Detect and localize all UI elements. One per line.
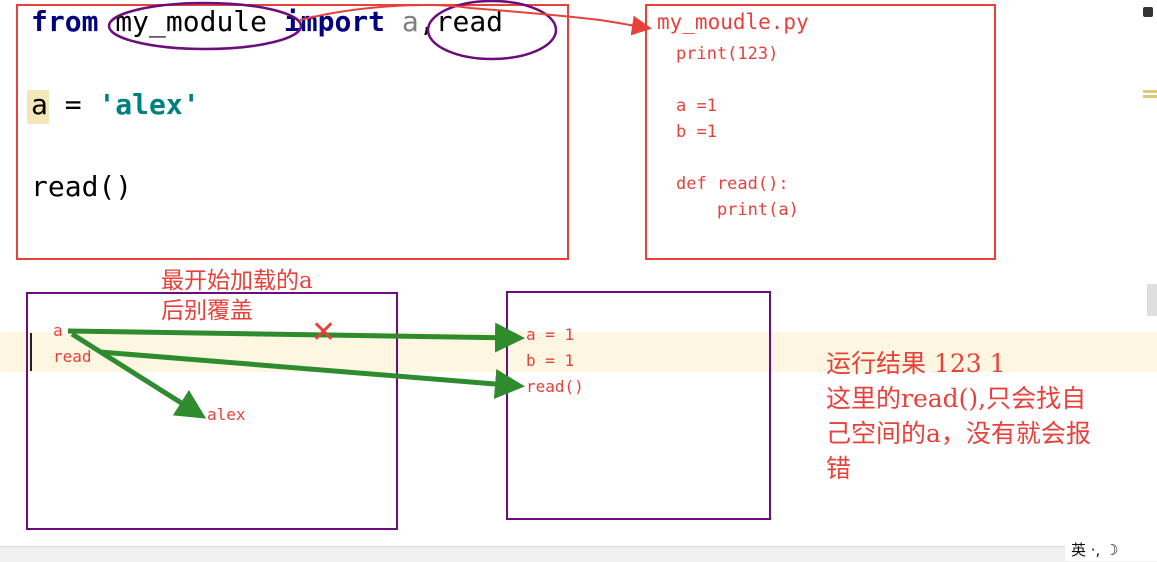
import-separator: , [418,5,436,38]
module-name: my_module [115,5,268,38]
result-line: 运行结果 123 1 [826,349,1006,378]
code-annotation-box [16,4,569,260]
local-namespace-box [26,292,398,530]
ime-indicator[interactable]: 英 ·, ☽ [1065,540,1157,561]
module-file-box [645,4,996,260]
loaded-note: 最开始加载的a 后别覆盖 [161,266,313,326]
module-line: a =1 [676,96,717,116]
loaded-note-line: 最开始加载的a [161,268,313,294]
cross-mark: ✕ [311,315,337,350]
module-filename: my_moudle.py [657,10,809,34]
text-caret [30,333,32,371]
local-item-read: read [53,347,92,366]
arrow-read-to-module [99,349,525,399]
gutter-marker[interactable] [1143,90,1157,93]
module-line: def read(): [676,174,789,194]
assign-operator: = [47,88,99,121]
editor-bottom-bar [0,546,1157,562]
module-line: print(a) [676,200,799,220]
arrow-a-to-alex [70,331,207,419]
import-names-circle [426,0,558,61]
module-link-arrow [299,4,652,36]
variable-highlight [27,90,49,124]
module-namespace-box [506,291,771,520]
module-item-a: a = 1 [526,325,575,344]
keyword-from: from [31,5,99,38]
module-line: b =1 [676,122,717,142]
arrow-a-to-module [67,322,525,353]
result-line: 己空间的a，没有就会报 [826,419,1091,448]
code-line-call[interactable]: read() [31,170,133,203]
module-item-b: b = 1 [526,351,575,370]
scrollbar-thumb[interactable] [1147,284,1157,316]
gutter-marker[interactable] [1143,95,1157,98]
module-name-circle [107,1,303,51]
local-item-alex: alex [207,405,246,424]
editor-status-icon [1143,7,1153,17]
code-line-assign[interactable]: a = 'alex' [31,88,200,121]
current-line-highlight [0,332,1157,372]
import-name-a: a [401,5,419,38]
result-line: 这里的read(),只会找自 [826,384,1087,413]
loaded-note-line: 后别覆盖 [161,298,253,324]
module-line: print(123) [676,44,779,64]
result-note: 运行结果 123 1 这里的read(),只会找自 己空间的a，没有就会报 错 [826,346,1091,486]
result-line: 错 [826,454,852,483]
assign-variable: a [31,88,48,121]
local-item-a: a [53,321,63,340]
assign-string-value: 'alex' [98,88,200,121]
module-item-read: read() [526,377,584,396]
